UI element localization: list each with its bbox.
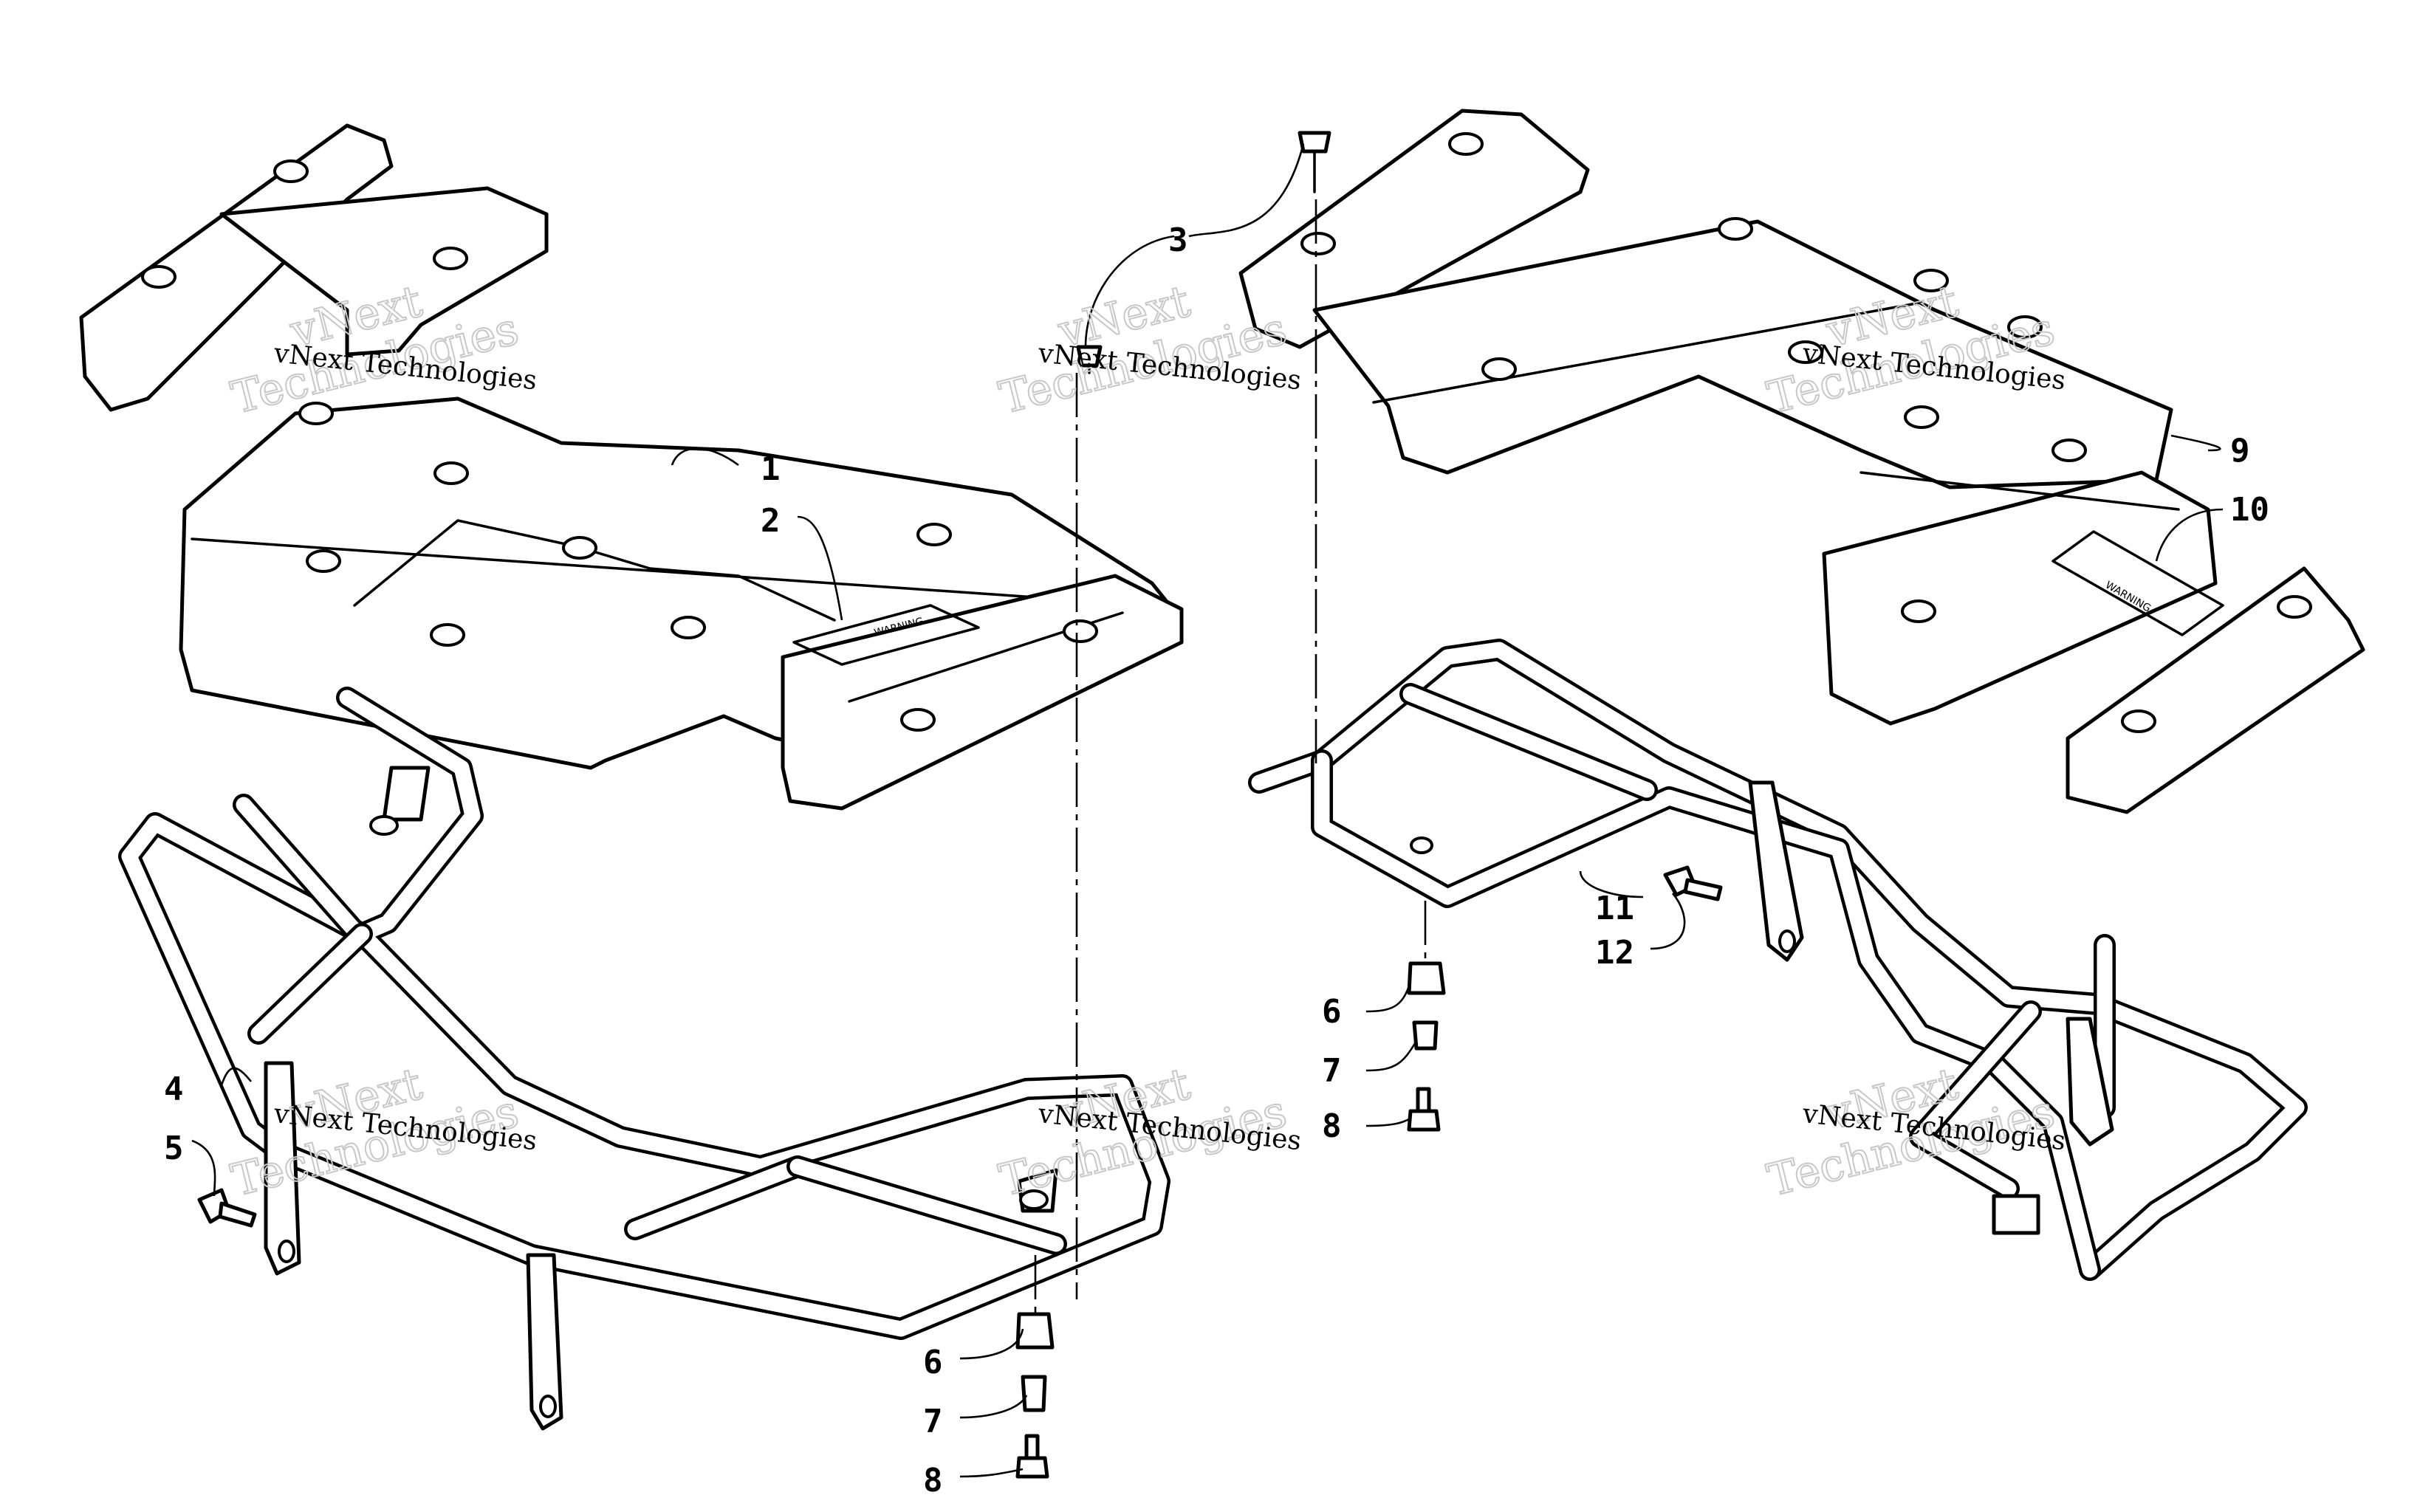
callout-12: 12 [1595, 934, 1634, 972]
callout-leaders [191, 143, 2224, 1478]
bolt-12 [1663, 865, 1723, 901]
rear-rack-panel: WARNING [1238, 109, 2365, 814]
callout-6a: 6 [923, 1344, 943, 1381]
front-rack-frame [118, 687, 1170, 1431]
callout-8a: 8 [923, 1462, 943, 1499]
callout-4: 4 [164, 1071, 184, 1108]
frame-bracket-top [382, 766, 431, 822]
callout-numbers: 1 2 3 4 5 6 7 8 6 7 8 9 10 11 12 [164, 221, 2269, 1499]
callout-1: 1 [761, 450, 781, 488]
front-rack-panel: WARNING [79, 123, 1184, 811]
callout-11: 11 [1595, 890, 1634, 927]
callout-5: 5 [164, 1130, 184, 1167]
callout-10: 10 [2230, 491, 2269, 529]
rear-frame-leg-right [2066, 1017, 2114, 1147]
frame-leg-center [526, 1253, 563, 1431]
callout-7a: 7 [923, 1403, 943, 1440]
rear-frame-leg-left [1748, 780, 1804, 962]
spacer-7-right [1412, 1020, 1439, 1051]
callout-9: 9 [2230, 432, 2250, 470]
callout-2: 2 [761, 502, 781, 540]
warning-decal-right [2051, 530, 2224, 636]
bushing-6-right [1407, 961, 1446, 995]
screw-3-left [1076, 345, 1103, 374]
bolt-8-left [1015, 1434, 1049, 1479]
watermark-top-left: Technologies vNext vNext Technologies [226, 275, 538, 425]
rear-rack-frame [1248, 639, 2308, 1281]
bushing-6-left [1015, 1312, 1055, 1350]
rear-frame-bracket [1992, 1194, 2040, 1235]
screw-3-right [1298, 131, 1331, 193]
callout-7b: 7 [1322, 1052, 1342, 1090]
bolt-8-right [1407, 1087, 1441, 1132]
frame-leg-left [264, 1061, 301, 1276]
warning-decal-left [792, 604, 980, 666]
callout-6b: 6 [1322, 993, 1342, 1031]
callout-8b: 8 [1322, 1107, 1342, 1145]
spacer-7-left [1021, 1375, 1047, 1412]
callout-3: 3 [1168, 221, 1188, 259]
